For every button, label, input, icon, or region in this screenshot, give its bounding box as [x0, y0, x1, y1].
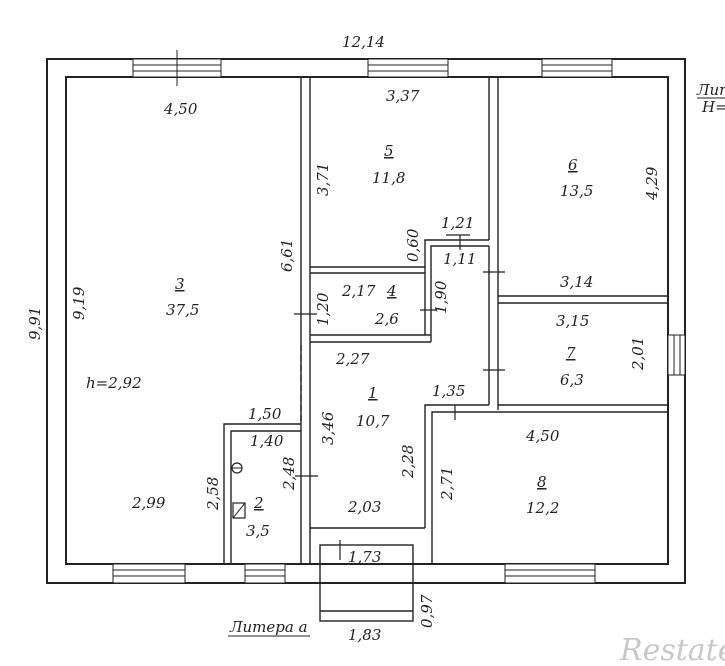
bathroom-fixtures	[231, 462, 246, 519]
overall-width-label: 12,14	[342, 33, 385, 51]
room7-area: 6,3	[560, 371, 584, 389]
room4-area: 2,6	[374, 310, 399, 328]
porch-dim-side: 0,97	[418, 594, 436, 628]
room5-dim-top: 3,37	[386, 87, 420, 105]
overall-height-label: 9,91	[26, 307, 44, 340]
room6-dim-bottom: 3,14	[560, 273, 593, 291]
room1-dim-door-top: 1,21	[441, 214, 474, 232]
window-top-right	[541, 58, 613, 78]
room3-area: 37,5	[166, 301, 199, 319]
room3-number: 3	[175, 275, 185, 293]
room4-number: 4	[386, 282, 397, 300]
room7-number: 7	[566, 344, 576, 362]
room3-dim-lower-right: 2,58	[204, 477, 222, 511]
window-right	[667, 334, 686, 376]
door-marks	[294, 234, 505, 560]
room7-dim-right: 2,01	[629, 337, 647, 371]
outer-walls	[46, 58, 686, 584]
room3-dim-top: 4,50	[163, 100, 198, 118]
window-top-left	[132, 50, 222, 86]
room1-dim-bottom: 2,03	[347, 498, 381, 516]
room4-dim-left: 1,20	[314, 292, 332, 326]
room8-area: 12,2	[526, 499, 559, 517]
room4-dim-top: 2,17	[341, 282, 376, 300]
room5-dim-left: 3,71	[314, 163, 332, 196]
labels: 12,14 9,91 4,50 6,61 9,19 3 37,5 h=2,92 …	[26, 33, 725, 644]
room6-number: 6	[568, 156, 578, 174]
room1-number: 1	[368, 384, 378, 402]
room8-dim-left: 2,71	[438, 467, 456, 501]
room4-dim-step: 0,60	[404, 228, 422, 262]
windows	[112, 50, 686, 584]
room1-dim-door-width: 1,11	[443, 250, 476, 268]
room5-area: 11,8	[372, 169, 405, 187]
room8-number: 8	[537, 473, 547, 491]
room7-dim-top: 3,15	[556, 312, 589, 330]
room1-dim-step: 1,35	[432, 382, 465, 400]
room3-height: h=2,92	[86, 374, 142, 392]
room6-dim-right: 4,29	[643, 166, 661, 201]
room1-area: 10,7	[356, 412, 390, 430]
room2-area: 3,5	[246, 522, 270, 540]
room2-dim-right: 2,48	[280, 457, 298, 491]
room4-dim-right: 1,90	[432, 280, 450, 314]
room1-dim-left: 3,46	[319, 411, 337, 445]
window-bottom-right	[504, 563, 596, 584]
edge-text-line2: Н=	[701, 98, 725, 116]
room8-dim-top: 4,50	[525, 427, 560, 445]
room3-dim-left: 9,19	[70, 286, 88, 320]
window-bottom-left	[112, 563, 186, 584]
room6-area: 13,5	[560, 182, 593, 200]
porch	[319, 544, 414, 622]
room1-dim-right: 2,28	[399, 445, 417, 479]
room3-dim-right: 6,61	[278, 239, 296, 272]
porch-label: Литера а	[229, 618, 308, 636]
window-bottom-small	[244, 563, 286, 584]
room1-dim-top: 2,27	[335, 350, 370, 368]
room2-dim-inner: 1,40	[250, 432, 284, 450]
room2-dim-top: 1,50	[248, 405, 282, 423]
window-top-middle	[367, 58, 449, 78]
room2-number: 2	[253, 494, 264, 512]
edge-text-line1: Лит	[696, 81, 725, 99]
watermark: Restate	[619, 633, 725, 666]
porch-dim-top: 1,73	[348, 548, 381, 566]
room3-dim-bottom: 2,99	[131, 494, 166, 512]
interior-walls	[223, 77, 668, 564]
room5-number: 5	[384, 142, 394, 160]
porch-dim-bottom: 1,83	[348, 626, 381, 644]
